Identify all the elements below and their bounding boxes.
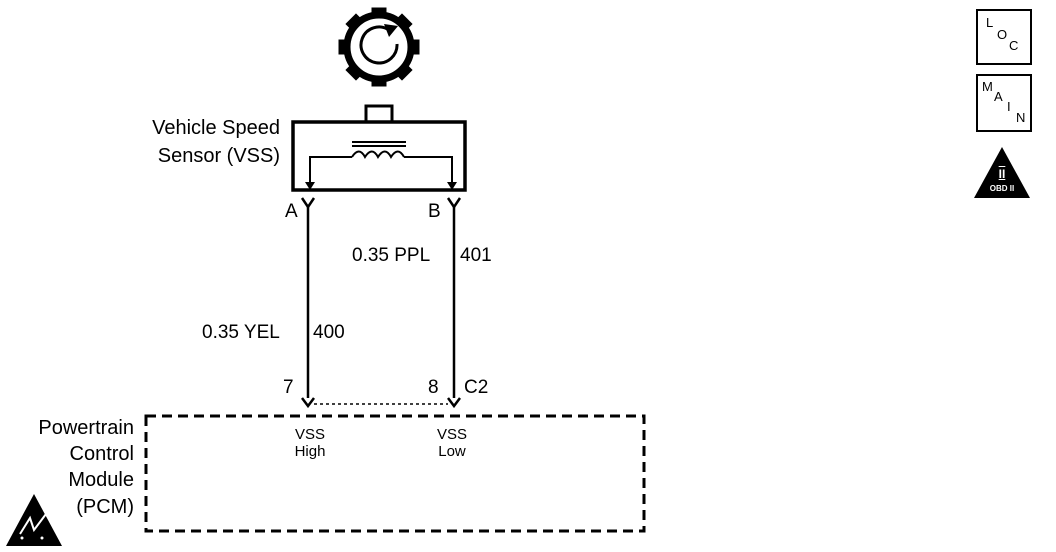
sensor-stem — [364, 104, 394, 124]
wire-401-size-color: 0.35 PPL — [352, 245, 431, 266]
main-icon: M A I N — [976, 74, 1032, 132]
pcm-outline — [144, 414, 646, 533]
vss-high-line2: High — [294, 443, 326, 460]
esd-warning-icon — [6, 494, 62, 546]
terminal-b-label: B — [428, 201, 441, 222]
pcm-name-line4: (PCM) — [76, 496, 134, 518]
rotation-gear-icon — [338, 7, 420, 87]
pcm-name-line3: Module — [68, 469, 134, 491]
pcm-pin-8: 8 — [428, 377, 439, 398]
pcm-name-line2: Control — [69, 443, 134, 465]
pcm-name-line1: Powertrain — [38, 417, 134, 439]
wire-401-circuit: 401 — [460, 245, 492, 266]
pcm-pin-7: 7 — [283, 377, 294, 398]
wire-400-circuit: 400 — [313, 322, 345, 343]
connector-c2-label: C2 — [464, 377, 489, 398]
loc-icon: L O C — [976, 9, 1032, 65]
obd-ii-caption: OBD II — [989, 184, 1015, 193]
sensor-name-line2: Sensor (VSS) — [157, 145, 280, 167]
terminal-a-label: A — [285, 201, 298, 222]
obd-ii-icon — [974, 147, 1030, 198]
vss-low-line2: Low — [438, 443, 466, 460]
obd-ii-numeral: II — [998, 167, 1006, 181]
coil-symbol — [309, 141, 453, 186]
sensor-name-line1: Vehicle Speed — [152, 117, 280, 139]
vss-high-line1: VSS — [294, 426, 325, 443]
wire-400-size-color: 0.35 YEL — [202, 322, 280, 343]
vss-low-line1: VSS — [436, 426, 467, 443]
